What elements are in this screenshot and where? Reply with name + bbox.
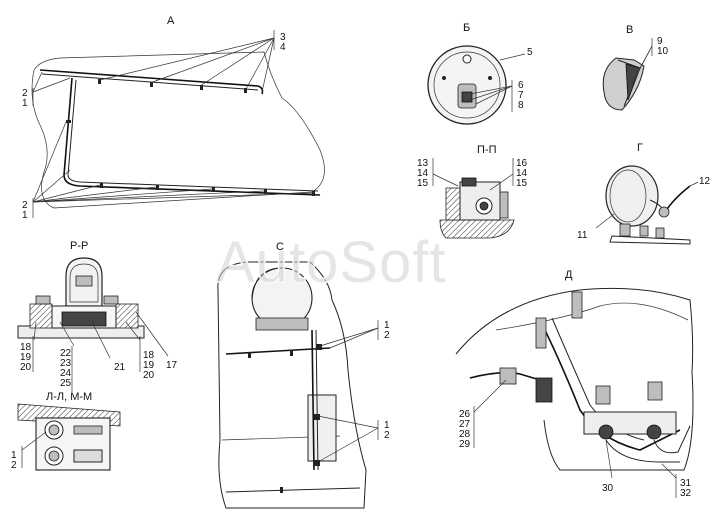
callout-rr-24: 24 xyxy=(60,368,72,379)
callout-d-28: 28 xyxy=(459,429,471,440)
callout-a-1b: 1 xyxy=(22,210,28,221)
callout-ll-2: 2 xyxy=(11,460,17,471)
callout-rr-20b: 20 xyxy=(143,370,155,381)
callout-a-2: 2 xyxy=(22,88,28,99)
callout-pp-15: 15 xyxy=(417,178,429,189)
callout-pp-16: 16 xyxy=(516,158,528,169)
callout-v-10: 10 xyxy=(657,46,669,57)
view-g: Г 12 11 xyxy=(577,142,711,245)
callout-rr-25: 25 xyxy=(60,378,72,389)
view-a-title: А xyxy=(167,15,175,27)
callout-rr-17: 17 xyxy=(166,360,178,371)
view-b: Б 5 6 7 8 xyxy=(427,22,533,125)
callout-a-3: 3 xyxy=(280,32,286,43)
watermark: AutoSoft xyxy=(216,230,446,295)
view-s: С 1 2 1 2 xyxy=(217,241,390,509)
callout-d-26: 26 xyxy=(459,409,471,420)
view-pp-title: П-П xyxy=(477,144,497,156)
view-d-title: Д xyxy=(565,269,573,281)
view-pp: П-П 13 14 15 16 14 15 xyxy=(417,144,528,239)
callout-d-29: 29 xyxy=(459,439,471,450)
view-ll: Л-Л, М-М 1 2 xyxy=(11,391,121,471)
callout-v-9: 9 xyxy=(657,36,663,47)
view-rr-title: Р-Р xyxy=(70,240,88,252)
callout-g-12: 12 xyxy=(699,176,711,187)
view-v-title: В xyxy=(626,24,633,36)
callout-pp-15b: 15 xyxy=(516,178,528,189)
callout-pp-13: 13 xyxy=(417,158,429,169)
view-a: А 3 4 2 xyxy=(22,15,325,221)
callout-b-5: 5 xyxy=(527,47,533,58)
view-v: В 9 10 xyxy=(602,24,669,111)
view-b-title: Б xyxy=(463,22,470,34)
callout-rr-19: 19 xyxy=(20,352,32,363)
callout-g-11: 11 xyxy=(577,230,588,241)
view-rr: Р-Р 18 19 20 22 23 24 25 21 18 19 20 xyxy=(17,240,178,392)
callout-b-7: 7 xyxy=(518,90,524,101)
callout-b-6: 6 xyxy=(518,80,524,91)
callout-ll-1: 1 xyxy=(11,450,17,461)
callout-rr-19b: 19 xyxy=(143,360,155,371)
callout-rr-21: 21 xyxy=(114,362,126,373)
callout-a-2b: 2 xyxy=(22,200,28,211)
callout-pp-14b: 14 xyxy=(516,168,528,179)
callout-b-8: 8 xyxy=(518,100,524,111)
callout-rr-18: 18 xyxy=(20,342,32,353)
view-ll-title: Л-Л, М-М xyxy=(46,391,92,403)
callout-d-27: 27 xyxy=(459,419,471,430)
view-s-title: С xyxy=(276,241,284,253)
callout-s-2: 2 xyxy=(384,330,390,341)
callout-s-1b: 1 xyxy=(384,420,390,431)
callout-s-1: 1 xyxy=(384,320,390,331)
view-d: Д 26 27 28 29 30 31 32 xyxy=(455,269,694,499)
callout-pp-14: 14 xyxy=(417,168,429,179)
callout-rr-20: 20 xyxy=(20,362,32,373)
callout-s-2b: 2 xyxy=(384,430,390,441)
callout-d-32: 32 xyxy=(680,488,692,499)
view-g-title: Г xyxy=(637,142,643,154)
callout-rr-23: 23 xyxy=(60,358,72,369)
callout-rr-22: 22 xyxy=(60,348,72,359)
callout-a-1: 1 xyxy=(22,98,28,109)
callout-d-31: 31 xyxy=(680,478,692,489)
callout-a-4: 4 xyxy=(280,42,286,53)
callout-d-30: 30 xyxy=(602,483,614,494)
callout-rr-18b: 18 xyxy=(143,350,155,361)
